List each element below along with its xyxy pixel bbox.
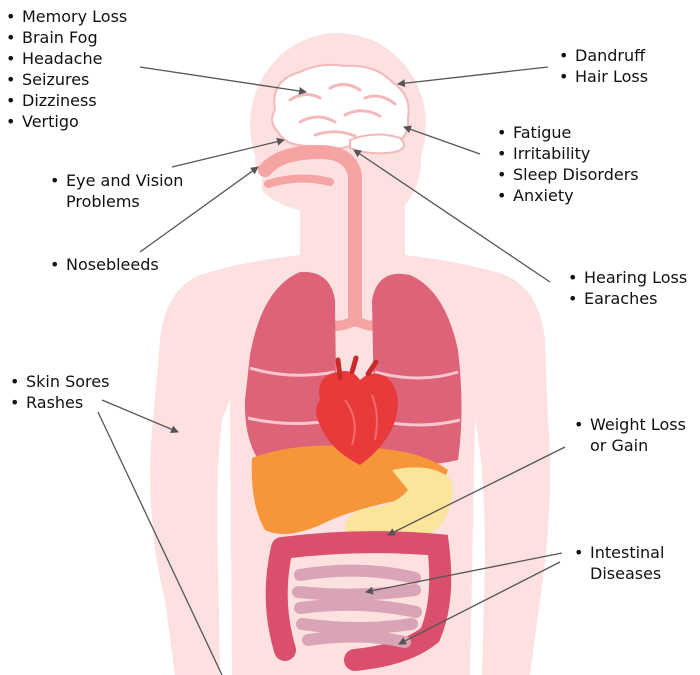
label-item: Brain Fog [4,27,127,48]
brain [272,65,409,153]
label-item: Seizures [4,69,127,90]
label-item: Dandruff [557,45,648,66]
label-head-group: Memory Loss Brain Fog Headache Seizures … [4,6,127,132]
label-skin-group: Skin Sores Rashes [8,371,109,413]
label-item: Irritability [495,143,639,164]
label-item: Memory Loss [4,6,127,27]
label-ear-group: Hearing Loss Earaches [566,267,687,309]
label-neuro-group: Fatigue Irritability Sleep Disorders Anx… [495,122,639,206]
label-item: Sleep Disorders [495,164,639,185]
label-nose-group: Nosebleeds [48,254,159,275]
label-item: Hearing Loss [566,267,687,288]
label-item: Anxiety [495,185,639,206]
label-item: Nosebleeds [48,254,159,275]
label-item: Skin Sores [8,371,109,392]
label-item: Earaches [566,288,687,309]
label-item: Fatigue [495,122,639,143]
label-hair-group: Dandruff Hair Loss [557,45,648,87]
label-item: Headache [4,48,127,69]
label-item: Rashes [8,392,109,413]
label-item: Vertigo [4,111,127,132]
label-item: Dizziness [4,90,127,111]
label-item: Hair Loss [557,66,648,87]
